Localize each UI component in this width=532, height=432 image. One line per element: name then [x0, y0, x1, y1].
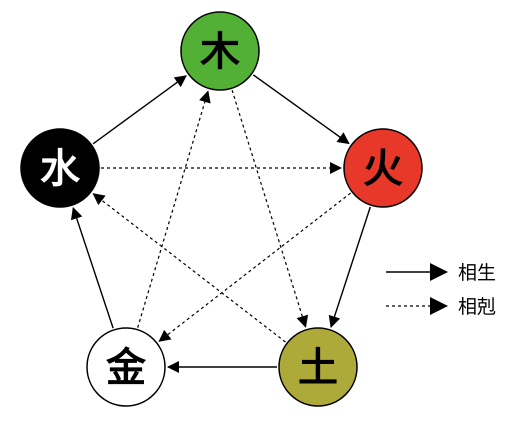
node-wood: 木: [180, 11, 260, 91]
generating-arrow-water-to-wood: [92, 75, 187, 145]
node-label-fire: 火: [363, 146, 403, 192]
overcoming-arrow-earth-to-water: [92, 193, 286, 343]
overcoming-arrow-metal-to-wood: [137, 90, 211, 328]
cycle-arrows: [70, 74, 371, 373]
node-water: 水: [20, 128, 100, 208]
node-label-metal: 金: [105, 345, 147, 391]
generating-arrow-fire-to-earth: [328, 206, 371, 329]
legend-dashed-label: 相剋: [458, 296, 496, 318]
node-circle-wood: [180, 11, 260, 91]
generating-arrow-wood-to-fire: [252, 74, 350, 145]
node-label-water: 水: [40, 146, 81, 192]
node-circle-water: [20, 128, 100, 208]
legend-solid-label: 相生: [458, 262, 496, 284]
node-circle-earth: [278, 327, 358, 407]
node-label-earth: 土: [298, 345, 338, 391]
node-label-wood: 木: [200, 29, 240, 75]
overcoming-arrow-fire-to-metal: [158, 192, 351, 342]
node-earth: 土: [278, 327, 358, 407]
element-nodes: 木火土 金 水: [20, 11, 423, 407]
node-circle-fire: [343, 128, 423, 208]
legend: 相生 相剋: [386, 262, 496, 318]
node-metal: 金: [86, 327, 166, 407]
node-fire: 火: [343, 128, 423, 208]
overcoming-arrow-wood-to-earth: [231, 90, 309, 328]
node-circle-metal: [86, 327, 166, 407]
generating-arrow-metal-to-water: [70, 206, 114, 329]
